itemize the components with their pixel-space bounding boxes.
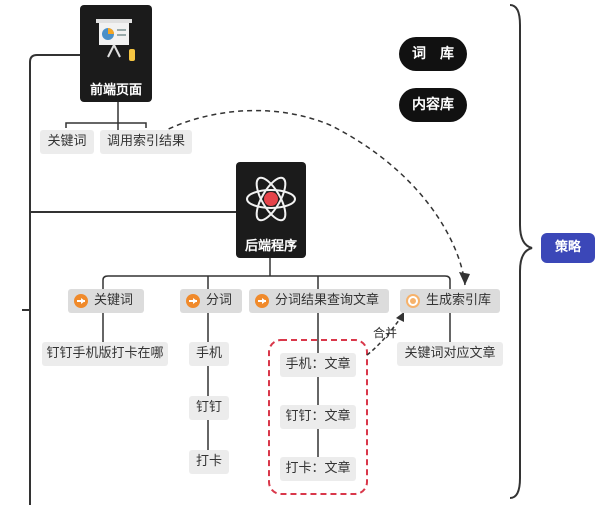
pill-content-library: 内容库	[399, 88, 467, 122]
arrow-circle-icon	[74, 294, 88, 308]
index-result: 关键词对应文章	[397, 342, 503, 366]
pill-word-library: 词 库	[399, 37, 467, 71]
backend-title: 后端程序	[244, 239, 297, 254]
strategy-node: 策略	[541, 233, 595, 263]
step-label: 分词	[206, 293, 233, 308]
query-result-item: 钉钉：文章	[280, 405, 356, 429]
backend-node: 后端程序	[236, 162, 306, 258]
segment-item: 打卡	[189, 450, 229, 474]
ring-circle-icon	[406, 294, 420, 308]
segment-item: 钉钉	[189, 396, 229, 420]
frontend-child-keyword: 关键词	[40, 130, 94, 154]
presentation-icon	[96, 19, 135, 61]
arrow-circle-icon	[186, 294, 200, 308]
keyword-example: 钉钉手机版打卡在哪	[42, 342, 168, 366]
merge-label: 合并	[373, 326, 398, 340]
arrow-circle-icon	[255, 294, 269, 308]
step-keyword: 关键词	[68, 289, 144, 313]
query-result-item: 手机：文章	[280, 353, 356, 377]
atom-icon	[246, 176, 296, 222]
frontend-child-call-index-result: 调用索引结果	[100, 130, 192, 154]
step-label: 分词结果查询文章	[275, 293, 380, 308]
step-query-articles: 分词结果查询文章	[249, 289, 389, 313]
query-result-item: 打卡：文章	[280, 457, 356, 481]
step-generate-index: 生成索引库	[400, 289, 500, 313]
step-label: 关键词	[94, 293, 134, 308]
frontend-node: 前端页面	[80, 5, 152, 102]
frontend-title: 前端页面	[89, 83, 142, 98]
step-segmentation: 分词	[180, 289, 242, 313]
step-label: 生成索引库	[426, 293, 492, 308]
segment-item: 手机	[189, 342, 229, 366]
